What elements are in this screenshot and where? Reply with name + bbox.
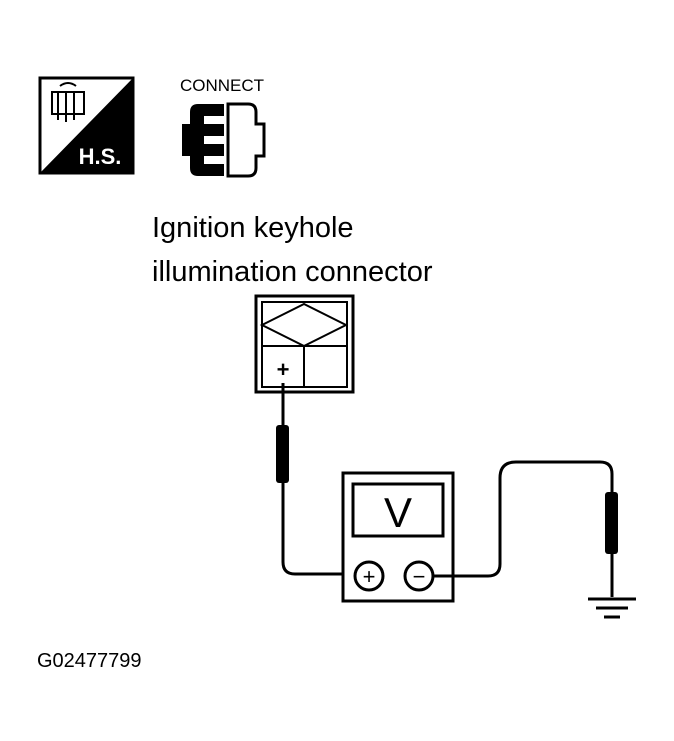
connect-label: CONNECT [180, 76, 264, 95]
diagram-title-line2: illumination connector [152, 256, 433, 288]
positive-probe [276, 383, 354, 576]
negative-terminal-symbol: − [413, 564, 426, 589]
positive-terminal-symbol: + [363, 564, 376, 589]
harness-badge-text: H.S. [79, 144, 122, 169]
harness-side-icon: H.S. [38, 76, 135, 175]
keyhole-illumination-connector: + [254, 294, 355, 394]
negative-probe [433, 460, 618, 597]
diagram-title-line1: Ignition keyhole [152, 212, 354, 244]
meter-display: V [384, 489, 412, 536]
voltmeter: V + − [341, 471, 455, 603]
figure-id: G02477799 [37, 650, 142, 672]
positive-terminal [353, 560, 385, 592]
connector-connect-icon: CONNECT [180, 76, 266, 178]
connector-terminal-label: + [277, 357, 290, 382]
ground-icon [588, 597, 636, 619]
